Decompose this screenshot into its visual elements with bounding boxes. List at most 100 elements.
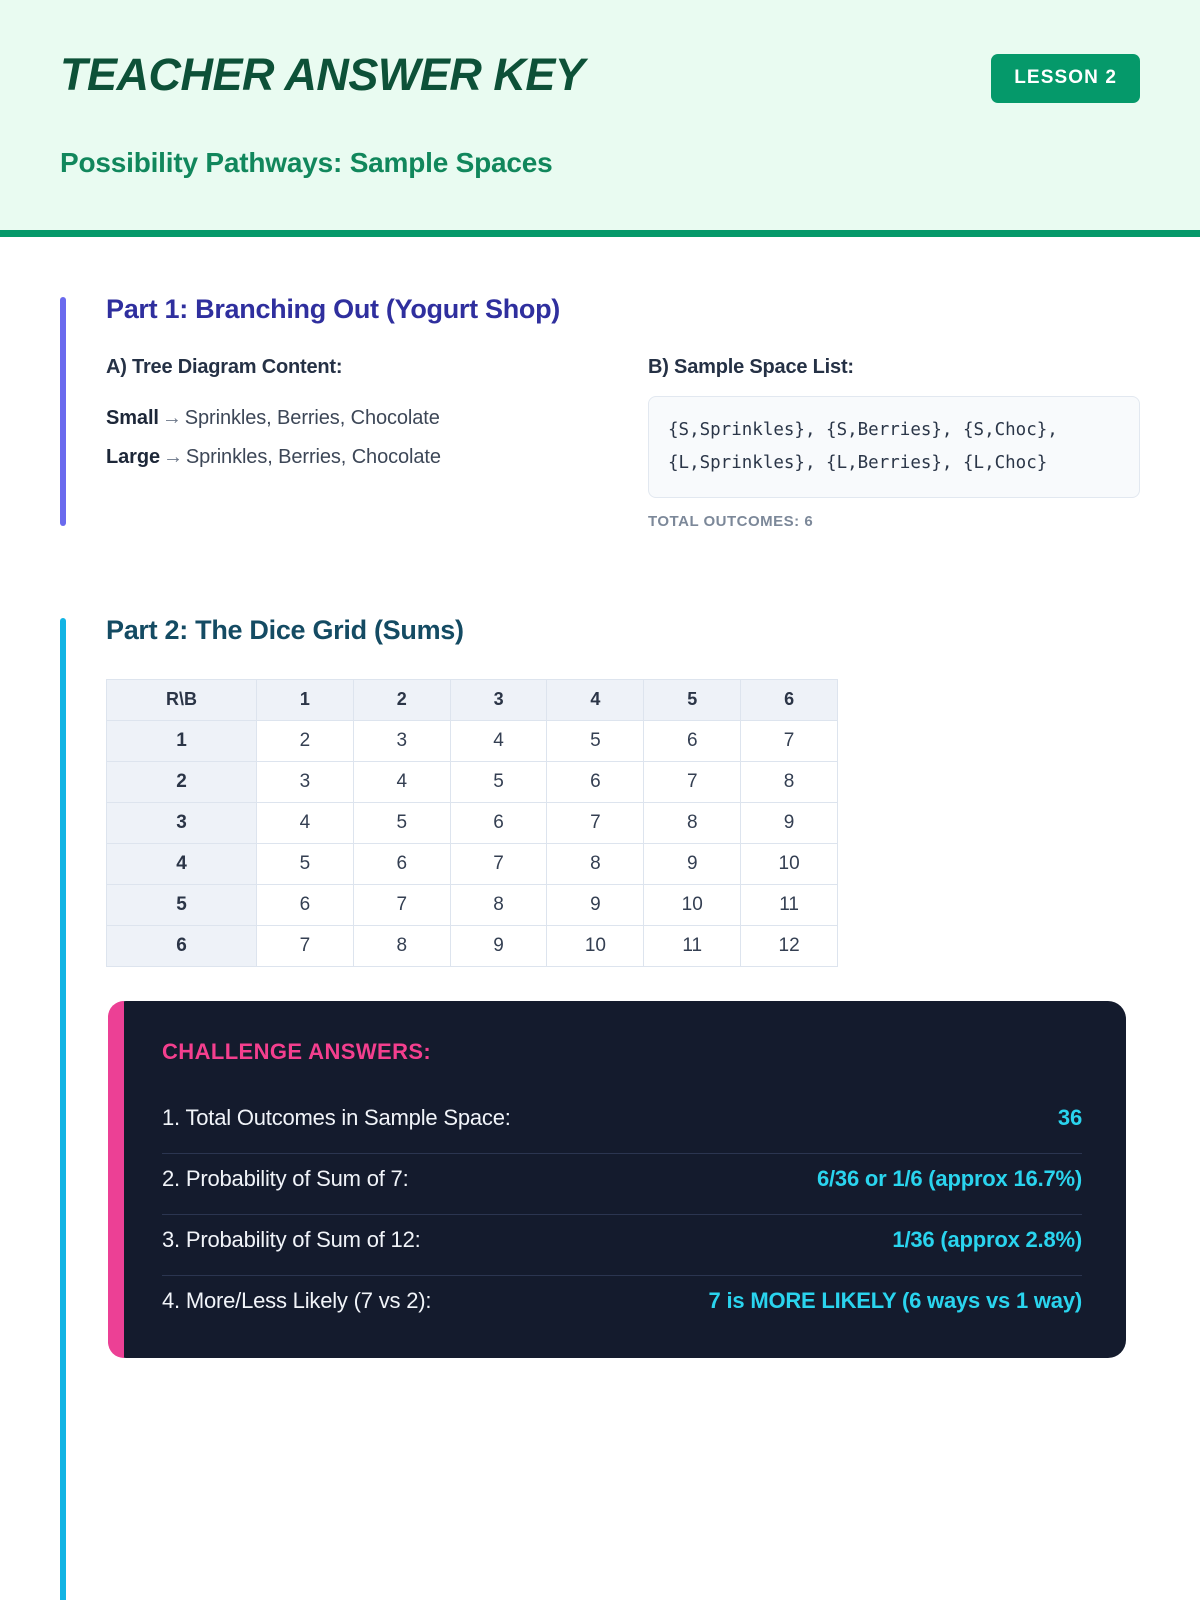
dice-cell-6-4: 10 (546, 924, 645, 967)
tree-line-large: Large→Sprinkles, Berries, Chocolate (106, 438, 606, 477)
tree-options-small: Sprinkles, Berries, Chocolate (184, 407, 440, 430)
part-2-title: Part 2: The Dice Grid (Sums) (106, 615, 464, 646)
page-body: Part 1: Branching Out (Yogurt Shop) A) T… (0, 293, 1200, 1600)
dice-cell-5-5: 10 (643, 883, 742, 926)
row-header-5: 5 (106, 883, 257, 926)
dice-cell-3-6: 9 (740, 801, 838, 844)
dice-cell-3-1: 4 (256, 801, 354, 844)
dice-cell-3-3: 6 (449, 801, 548, 844)
tree-diagram-heading: A) Tree Diagram Content: (106, 356, 343, 379)
challenge-answer-label: 2. Probability of Sum of 7: (162, 1165, 409, 1191)
row-header-4: 4 (106, 842, 257, 885)
dice-cell-6-2: 8 (352, 924, 451, 967)
challenge-answer-label: 1. Total Outcomes in Sample Space: (162, 1104, 511, 1130)
dice-cell-3-5: 8 (643, 801, 742, 844)
challenge-answer-row: 1. Total Outcomes in Sample Space: 36 (162, 1093, 1082, 1154)
row-header-3: 3 (106, 801, 257, 844)
arrow-icon: → (162, 446, 183, 469)
dice-cell-2-5: 7 (643, 760, 742, 803)
col-header-5: 5 (643, 678, 742, 721)
challenge-answer-value: 1/36 (approx 2.8%) (892, 1226, 1082, 1252)
dice-cell-1-3: 4 (449, 719, 548, 762)
dice-cell-4-4: 8 (546, 842, 645, 885)
section-part-1: Part 1: Branching Out (Yogurt Shop) A) T… (60, 293, 1140, 530)
part-2-accent-bar (60, 618, 66, 1600)
tree-lines: Small→Sprinkles, Berries, Chocolate Larg… (106, 399, 606, 477)
dice-cell-6-5: 11 (643, 924, 742, 967)
dice-cell-6-1: 7 (256, 924, 354, 967)
row-header-1: 1 (106, 719, 257, 762)
dice-cell-1-5: 6 (643, 719, 742, 762)
dice-cell-1-6: 7 (740, 719, 838, 762)
dice-cell-1-4: 5 (546, 719, 645, 762)
tree-diagram-column: A) Tree Diagram Content: Small→Sprinkles… (106, 356, 606, 530)
dice-cell-6-3: 9 (449, 924, 548, 967)
tree-options-large: Sprinkles, Berries, Chocolate (185, 446, 441, 469)
challenge-accent-bar (108, 1000, 124, 1358)
dice-cell-6-6: 12 (740, 924, 838, 967)
challenge-answer-value: 36 (1057, 1104, 1082, 1130)
arrow-icon: → (161, 407, 182, 430)
dice-cell-2-1: 3 (256, 760, 354, 803)
dice-cell-5-3: 8 (449, 883, 548, 926)
dice-cell-5-6: 11 (740, 883, 838, 926)
dice-cell-2-4: 6 (546, 760, 645, 803)
tree-line-small: Small→Sprinkles, Berries, Chocolate (106, 399, 606, 438)
dice-cell-5-4: 9 (546, 883, 645, 926)
dice-cell-2-2: 4 (352, 760, 451, 803)
dice-cell-5-2: 7 (352, 883, 451, 926)
tree-size-large: Large (106, 446, 160, 469)
sample-space-code-block: {S,Sprinkles}, {S,Berries}, {S,Choc}, {L… (648, 396, 1140, 499)
page-header: TEACHER ANSWER KEY LESSON 2 Possibility … (0, 0, 1200, 237)
dice-cell-3-2: 5 (352, 801, 451, 844)
dice-cell-4-5: 9 (643, 842, 742, 885)
page-title: TEACHER ANSWER KEY (60, 49, 585, 100)
row-header-6: 6 (106, 924, 257, 967)
part-1-title: Part 1: Branching Out (Yogurt Shop) (106, 294, 560, 324)
total-outcomes-label: TOTAL OUTCOMES: 6 (648, 513, 814, 531)
challenge-rows: 1. Total Outcomes in Sample Space: 36 2. P… (162, 1093, 1082, 1318)
sample-space-column: B) Sample Space List: {S,Sprinkles}, {S,… (648, 356, 1140, 530)
challenge-answer-value: 6/36 or 1/6 (approx 16.7%) (816, 1165, 1082, 1191)
challenge-heading: CHALLENGE ANSWERS: (162, 1038, 432, 1064)
dice-cell-4-6: 10 (740, 842, 838, 885)
challenge-answer-value: 7 is MORE LIKELY (6 ways vs 1 way) (708, 1287, 1083, 1313)
part-1-accent-bar (60, 297, 66, 527)
tree-size-small: Small (106, 407, 159, 430)
lesson-badge: LESSON 2 (991, 54, 1140, 103)
dice-cell-4-3: 7 (449, 842, 548, 885)
dice-cell-4-1: 5 (256, 842, 354, 885)
part-1-columns: A) Tree Diagram Content: Small→Sprinkles… (106, 356, 1140, 530)
page-subtitle: Possibility Pathways: Sample Spaces (60, 147, 553, 178)
challenge-answer-label: 3. Probability of Sum of 12: (162, 1226, 421, 1252)
col-header-6: 6 (740, 678, 838, 721)
col-header-1: 1 (256, 678, 354, 721)
dice-cell-2-3: 5 (449, 760, 548, 803)
sample-space-heading: B) Sample Space List: (648, 356, 854, 379)
row-header-2: 2 (106, 760, 257, 803)
header-top-row: TEACHER ANSWER KEY LESSON 2 (60, 52, 1140, 103)
dice-cell-4-2: 6 (352, 842, 451, 885)
challenge-answers-panel: CHALLENGE ANSWERS: 1. Total Outcomes in … (108, 1000, 1126, 1358)
col-header-3: 3 (449, 678, 548, 721)
dice-cell-1-2: 3 (352, 719, 451, 762)
dice-cell-1-1: 2 (256, 719, 354, 762)
dice-cell-2-6: 8 (740, 760, 838, 803)
dice-cell-5-1: 6 (256, 883, 354, 926)
col-header-4: 4 (546, 678, 645, 721)
challenge-answer-row: 2. Probability of Sum of 7: 6/36 or 1/6 (… (162, 1154, 1082, 1215)
corner-label: R\B (106, 678, 257, 721)
challenge-answer-label: 4. More/Less Likely (7 vs 2): (162, 1287, 432, 1313)
dice-cell-3-4: 7 (546, 801, 645, 844)
challenge-answer-row: 4. More/Less Likely (7 vs 2): 7 is MORE L… (162, 1276, 1082, 1318)
challenge-answer-row: 3. Probability of Sum of 12: 1/36 (approx… (162, 1215, 1082, 1276)
